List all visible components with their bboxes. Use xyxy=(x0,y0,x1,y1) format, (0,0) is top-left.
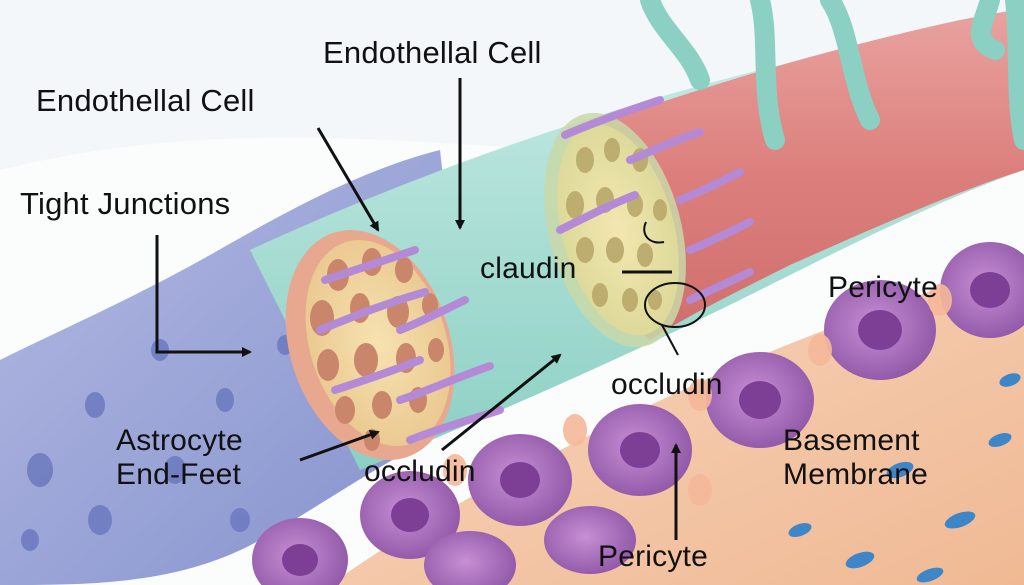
right-cross-section xyxy=(544,112,686,348)
label-occludin-bottom: occludin xyxy=(364,455,476,488)
junction-markers xyxy=(643,221,706,356)
label-pericyte-right: Pericyte xyxy=(828,271,938,304)
red-endothelial-segment xyxy=(574,8,1024,340)
pointer-arrows xyxy=(155,78,681,540)
membrane-strands xyxy=(316,96,754,444)
label-basement-membrane: Basement Membrane xyxy=(783,424,928,491)
basement-dots xyxy=(788,373,1021,583)
label-tight-junctions: Tight Junctions xyxy=(20,186,231,221)
label-astrocyte-end-feet: Astrocyte End-Feet xyxy=(116,424,243,491)
label-endothelial-left: Endothellal Cell xyxy=(36,83,255,118)
label-endothelial-top: Endothellal Cell xyxy=(323,35,542,70)
label-claudin: claudin xyxy=(480,252,577,285)
pericyte-cells xyxy=(252,242,1024,585)
label-pericyte-bottom: Pericyte xyxy=(598,540,708,573)
peach-nuclei xyxy=(443,284,952,506)
label-occludin-right: occludin xyxy=(611,368,723,401)
teal-tendrils xyxy=(640,0,1024,150)
